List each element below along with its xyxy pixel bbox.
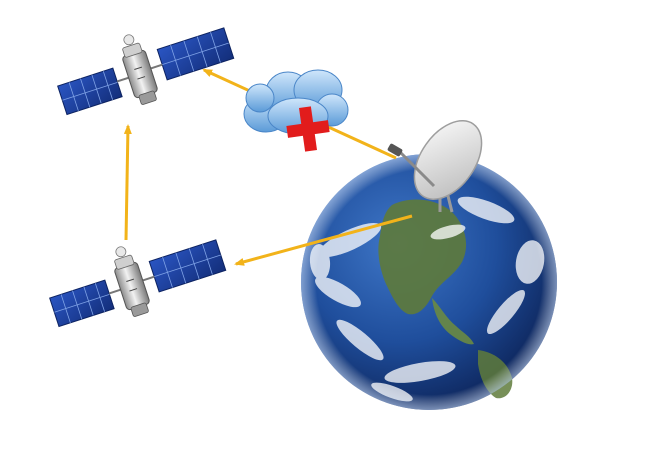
- link-earth-to-satellite-lower: [234, 214, 413, 266]
- link-satellite-lower-to-satellite-upper: [123, 124, 132, 241]
- earth-globe-icon: [301, 154, 557, 410]
- cloud-icon: [243, 69, 349, 135]
- satellite-upper: [57, 27, 235, 116]
- red-cross-icon: [286, 106, 330, 152]
- satellite-lower: [49, 239, 227, 328]
- satellite-icon: [49, 239, 227, 328]
- satellite-icon: [57, 27, 235, 116]
- satellite-dish-icon: [387, 120, 483, 213]
